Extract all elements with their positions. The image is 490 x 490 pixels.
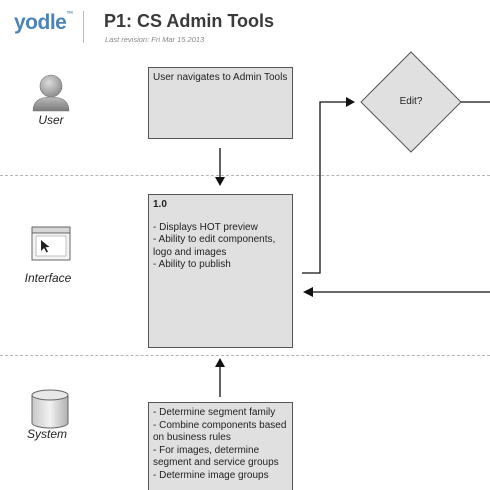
logo-trademark: ™: [66, 11, 73, 18]
system-step-item: - Determine image groups: [153, 469, 269, 481]
user-icon: [32, 74, 70, 112]
lane-label-system: System: [26, 427, 67, 441]
interface-step-item: - Ability to edit components, logo and i…: [153, 234, 276, 258]
interface-step-item: - Ability to publish: [153, 259, 231, 270]
user-step-text: User navigates to Admin Tools: [153, 72, 288, 83]
lane-divider-interface-system: [0, 355, 490, 356]
decision-label: Edit?: [399, 96, 423, 107]
system-step-list: - Determine segment family - Combine com…: [153, 407, 288, 482]
arrow-system-to-interface: [215, 358, 225, 397]
system-step-item: - For images, determine segment and serv…: [153, 444, 279, 469]
database-icon: [31, 389, 69, 429]
revision-date: Last revision: Fri Mar 15 2013: [105, 35, 205, 44]
lane-label-interface: Interface: [24, 271, 72, 285]
interface-step-list: - Displays HOT preview - Ability to edit…: [153, 222, 288, 272]
lane-label-user: User: [38, 113, 64, 127]
decision-diamond: [360, 51, 462, 153]
window-icon: [31, 226, 71, 261]
connector-interface-to-decision: [302, 97, 355, 274]
system-step-item: - Determine segment family: [153, 407, 276, 418]
connector-return-to-interface: [303, 287, 490, 297]
interface-step-item: - Displays HOT preview: [153, 221, 258, 233]
logo-text: yodle: [14, 11, 67, 34]
page-title: P1: CS Admin Tools: [104, 11, 275, 31]
header-divider: [83, 11, 84, 43]
system-step-box: - Determine segment family - Combine com…: [148, 402, 293, 490]
user-step-box: User navigates to Admin Tools: [148, 67, 293, 139]
system-step-item: - Combine components based on business r…: [153, 419, 287, 444]
interface-step-box: 1.0 - Displays HOT preview - Ability to …: [148, 194, 293, 348]
arrow-user-to-interface: [215, 148, 225, 186]
lane-divider-user-interface: [0, 175, 490, 176]
step-number: 1.0: [153, 199, 167, 210]
yodle-logo: yodle™: [14, 11, 73, 35]
